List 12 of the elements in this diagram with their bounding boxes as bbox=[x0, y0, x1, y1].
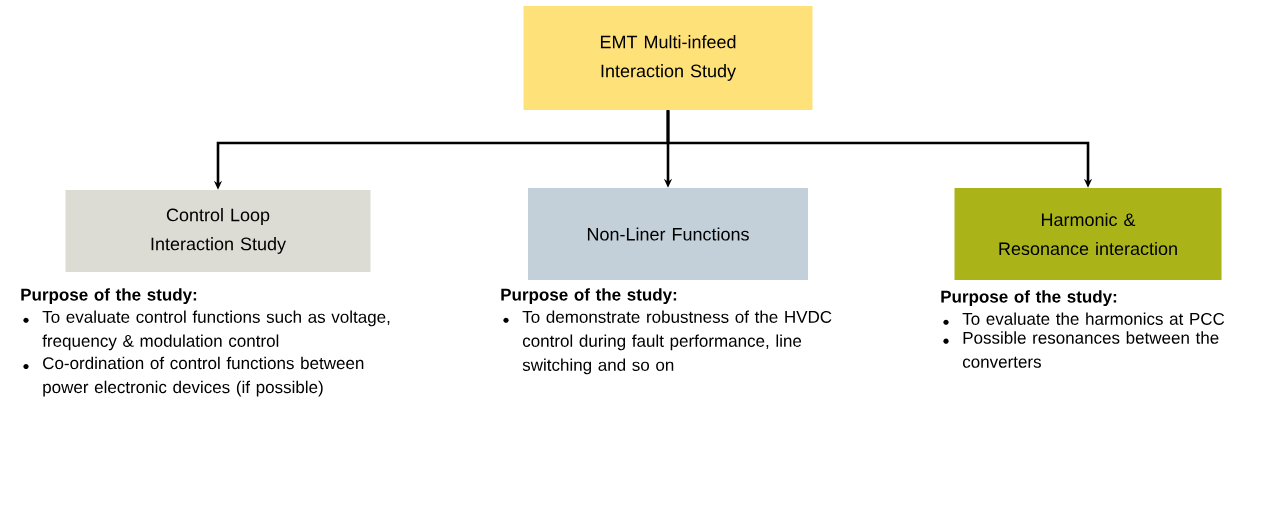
heading-text: Purpose of the study: bbox=[501, 288, 677, 305]
process-box: EMT Multi-infeed Interaction Study bbox=[523, 6, 813, 110]
bullet-text: To evaluate the harmonics at PCC bbox=[962, 312, 1225, 325]
heading-text: Purpose of the study: bbox=[941, 290, 1117, 307]
process-box: Non-Liner Functions bbox=[528, 188, 808, 280]
process-box: Harmonic & Resonance interaction bbox=[954, 188, 1222, 280]
bullet-text: To demonstrate robustness of the HVDC control during fault performance, line switching and so on bbox=[522, 310, 832, 375]
bullet-text: Co-ordination of control functions between power electronic devices (if possible) bbox=[43, 356, 364, 397]
heading-text: Purpose of the study: bbox=[21, 288, 197, 305]
bullet-text: Possible resonances between the converters bbox=[962, 331, 1219, 368]
bullet-text: To evaluate control functions such as voltage, frequency & modulation control bbox=[42, 310, 390, 351]
process-box: Control Loop Interaction Study bbox=[65, 190, 371, 272]
